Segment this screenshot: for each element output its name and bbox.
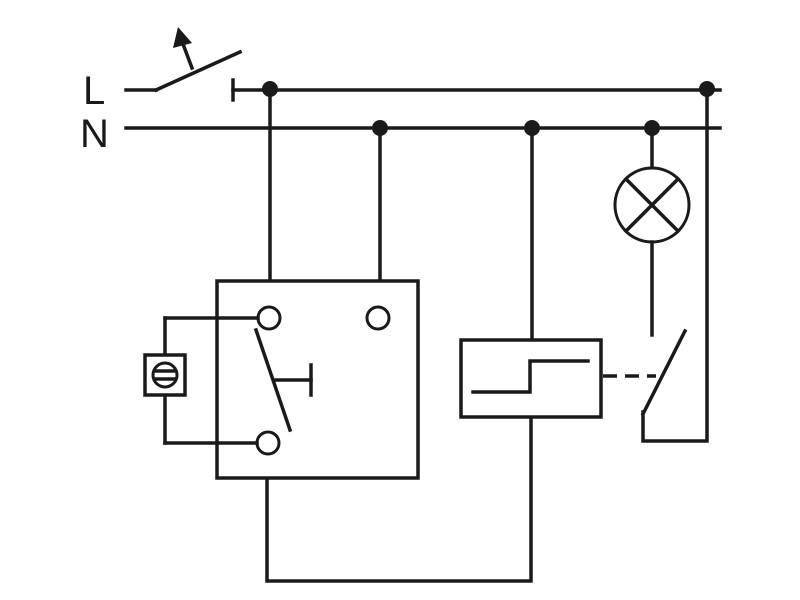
step-function-icon	[471, 359, 590, 394]
timer-relay	[459, 338, 603, 419]
load-contact	[640, 87, 709, 443]
contact-blade	[640, 328, 688, 417]
neutral-label: N	[80, 112, 109, 156]
terminal-top-left	[256, 305, 282, 331]
box-to-relay-wire	[265, 416, 533, 583]
terminal-top-right	[365, 305, 391, 331]
terminal-bottom-left	[255, 430, 281, 456]
relay-contact-blade	[253, 327, 293, 433]
actuator-stem	[180, 41, 195, 71]
actuator-arrow-icon	[173, 27, 192, 48]
pushbutton-lamp	[151, 361, 179, 389]
lamp-cross-icon	[613, 166, 691, 244]
line-label: L	[83, 69, 105, 113]
illuminated-push-button-icon	[143, 353, 187, 397]
contact-return-wire	[641, 87, 709, 443]
main-switch	[124, 27, 243, 102]
switch-blade	[153, 49, 243, 93]
lamp-cross	[623, 176, 681, 234]
switch-relay-box	[215, 279, 420, 480]
